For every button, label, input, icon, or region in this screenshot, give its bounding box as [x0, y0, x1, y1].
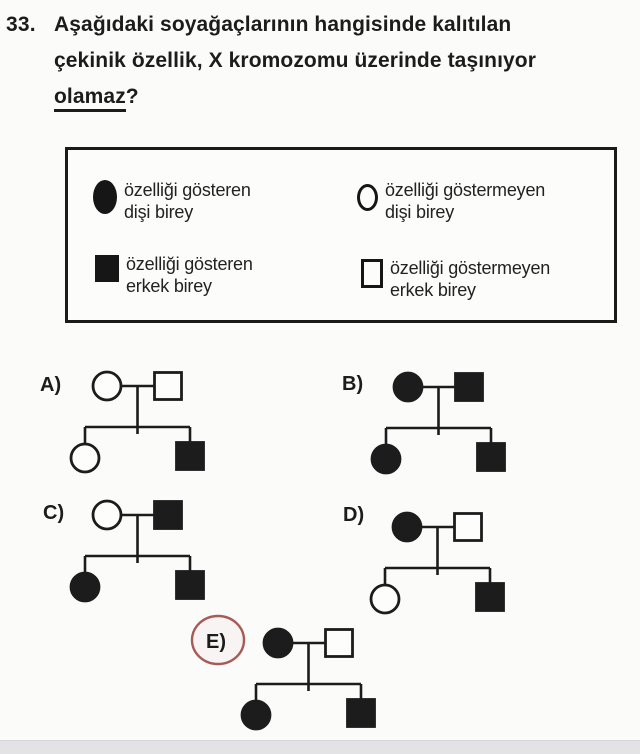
option-label: C): [43, 502, 64, 524]
pedigree-option-A: A): [40, 370, 205, 474]
scan-edge-strip: [0, 740, 640, 754]
unaffected-male-symbol: [324, 628, 354, 658]
affected-female-symbol: [370, 443, 402, 475]
unaffected-male-symbol: [153, 371, 183, 401]
affected-male-icon: [95, 253, 119, 282]
pedigree-option-D: D): [343, 504, 505, 615]
question-number: 33.: [6, 13, 36, 36]
unaffected-male-icon: [361, 257, 383, 288]
unaffected-female-symbol: [91, 370, 123, 402]
answer-mark-circle: [190, 614, 246, 666]
affected-male-symbol: [346, 698, 376, 728]
unaffected-female-icon: [357, 179, 378, 211]
option-label: B): [342, 373, 363, 395]
underlined-keyword: olamaz: [54, 85, 126, 112]
unaffected-male-symbol: [453, 512, 483, 542]
legend-item-affected-female: özelliği gösteren dişi birey: [93, 179, 251, 223]
legend-label: özelliği gösteren dişi birey: [124, 180, 251, 222]
legend-item-unaffected-female: özelliği göstermeyen dişi birey: [357, 179, 545, 223]
unaffected-female-symbol: [369, 583, 401, 615]
affected-male-symbol: [175, 441, 205, 471]
affected-male-symbol: [476, 442, 506, 472]
question-line-3: olamaz?: [54, 79, 634, 115]
pedigree-option-C: C): [43, 499, 205, 603]
affected-male-symbol: [153, 500, 183, 530]
question-line-1: Aşağıdaki soyağaçlarının hangisinde kalı…: [54, 13, 512, 36]
affected-male-symbol: [475, 582, 505, 612]
question-text: Aşağıdaki soyağaçlarının hangisinde kalı…: [54, 7, 634, 115]
question-suffix: ?: [125, 85, 139, 108]
legend-label: özelliği göstermeyen dişi birey: [385, 180, 546, 222]
option-label: A): [40, 374, 61, 396]
unaffected-female-symbol: [91, 499, 123, 531]
affected-female-symbol: [392, 371, 424, 403]
affected-female-symbol: [69, 571, 101, 603]
legend-label: özelliği göstermeyen erkek birey: [390, 258, 551, 300]
affected-male-symbol: [175, 570, 205, 600]
unaffected-female-symbol: [69, 442, 101, 474]
question-line-2: çekinik özellik, X kromozomu üzerinde ta…: [54, 49, 536, 72]
option-label: D): [343, 504, 364, 526]
affected-female-symbol: [391, 511, 423, 543]
affected-female-icon: [93, 179, 117, 214]
pedigree-legend-box: özelliği gösteren dişi birey özelliği gö…: [65, 147, 617, 323]
legend-item-unaffected-male: özelliği göstermeyen erkek birey: [361, 257, 550, 301]
option-label: E): [206, 631, 226, 653]
legend-label: özelliği gösteren erkek birey: [126, 254, 253, 296]
affected-male-symbol: [454, 372, 484, 402]
pedigree-option-E: E): [190, 614, 376, 731]
affected-female-symbol: [262, 627, 294, 659]
legend-item-affected-male: özelliği gösteren erkek birey: [95, 253, 253, 297]
pedigree-option-B: B): [342, 371, 506, 475]
affected-female-symbol: [240, 699, 272, 731]
